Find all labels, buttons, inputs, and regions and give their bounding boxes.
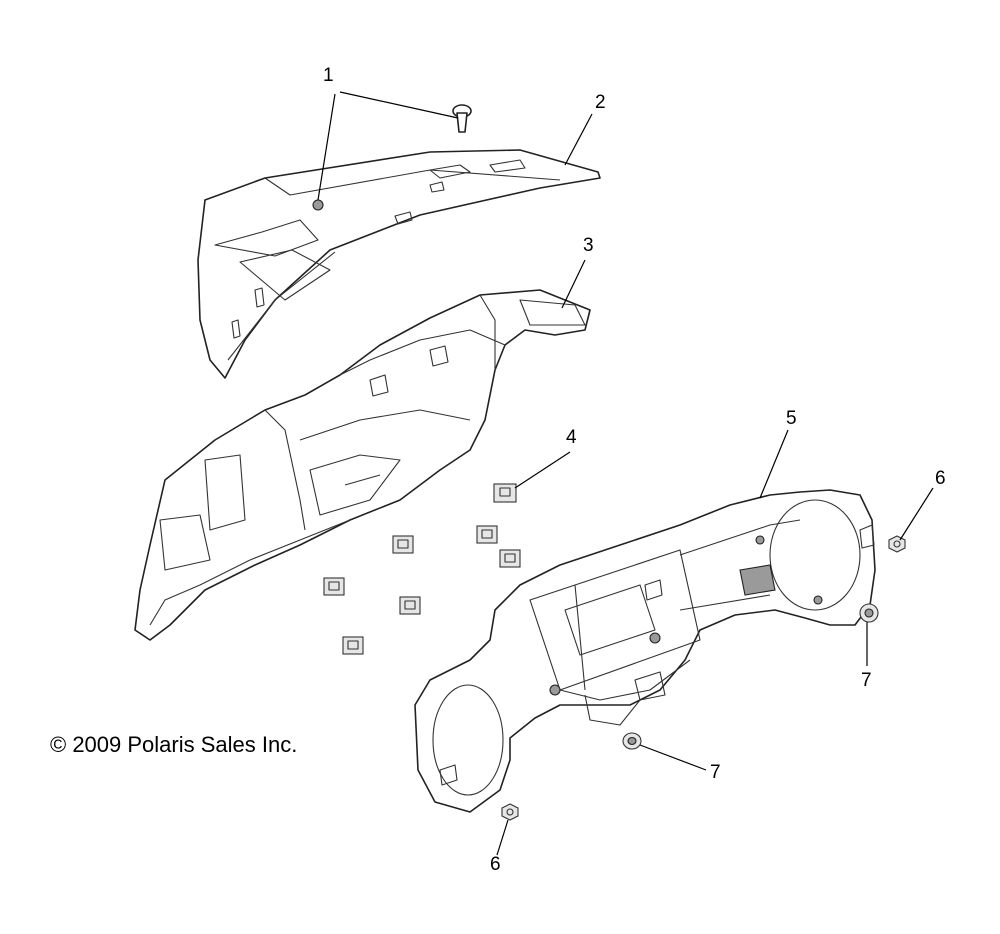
clip [476,525,498,544]
clip [499,549,521,568]
callouts: 1 2 3 4 5 6 6 7 7 [323,65,946,875]
callout-5: 5 [786,408,797,429]
clip [399,596,421,615]
copyright-notice: © 2009 Polaris Sales Inc. [50,732,297,757]
clip [323,577,345,596]
clip [392,535,414,554]
callout-7-bottom: 7 [710,762,721,783]
callout-6-right: 6 [935,468,946,489]
callout-1: 1 [323,65,334,86]
callout-2: 2 [595,92,606,113]
part-7-grommet-right [859,603,879,623]
callout-7-right: 7 [861,670,872,691]
clip [342,636,364,655]
part-6-nut-left [501,803,519,821]
part-5-instrument-housing [414,489,876,813]
clip [493,483,517,503]
part-1-screw [452,104,472,133]
part-6-nut-right [888,535,906,553]
part-7-grommet-center [622,732,642,750]
part-4-clips [323,483,521,655]
callout-3: 3 [583,235,594,256]
callout-6-bottom: 6 [490,854,501,875]
callout-4: 4 [566,427,577,448]
part-3-dash-frame [134,289,591,641]
leader-lines [317,91,934,856]
